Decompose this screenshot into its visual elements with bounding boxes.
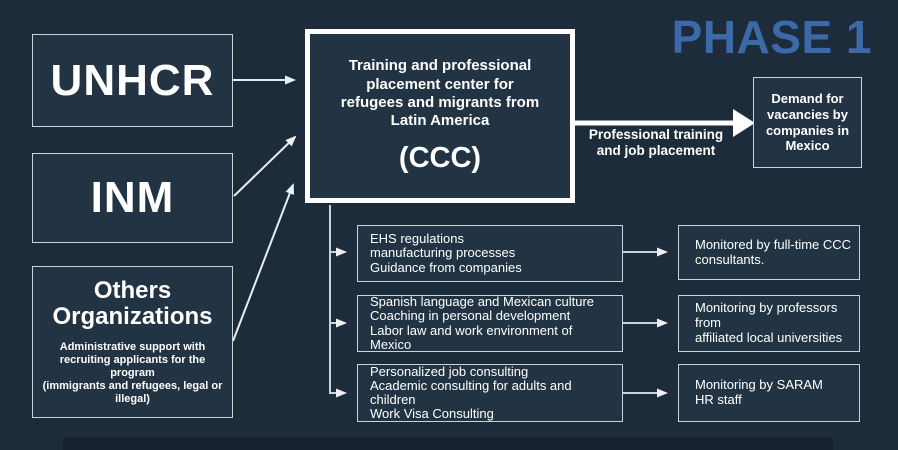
others-title: Others Organizations — [52, 276, 213, 331]
service-row-ehs: EHS regulations manufacturing processes … — [357, 225, 623, 282]
service-row-consulting: Personalized job consulting Academic con… — [357, 364, 623, 422]
service-row-language: Spanish language and Mexican culture Coa… — [357, 295, 623, 352]
others-subtitle: Administrative support with recruiting a… — [42, 341, 223, 406]
inm-box: INM — [32, 153, 233, 243]
phase-title: PHASE 1 — [671, 11, 872, 63]
monitor-box-professors: Monitoring by professors from affiliated… — [678, 295, 860, 352]
ccc-center-box: Training and professional placement cent… — [305, 29, 575, 203]
monitor-box-saram-hr: Monitoring by SARAM HR staff — [678, 364, 860, 422]
bottom-shadow-strip — [63, 437, 833, 450]
monitor-box-ccc-consultants: Monitored by full-time CCC consultants. — [678, 225, 860, 280]
connector-center-to-rows — [329, 205, 347, 398]
inm-label: INM — [90, 173, 175, 222]
unhcr-box: UNHCR — [32, 34, 233, 127]
connector-rows-to-monitors — [623, 247, 668, 398]
arrow-others-to-center — [232, 183, 294, 342]
main-flow-arrow-label: Professional training and job placement — [588, 127, 724, 159]
demand-vacancies-box: Demand for vacancies by companies in Mex… — [753, 77, 862, 168]
others-organizations-box: Others Organizations Administrative supp… — [32, 266, 233, 418]
unhcr-label: UNHCR — [50, 55, 215, 105]
ccc-acronym: (CCC) — [398, 141, 482, 174]
ccc-title: Training and professional placement cent… — [340, 57, 540, 130]
arrow-inm-to-center — [233, 135, 297, 197]
